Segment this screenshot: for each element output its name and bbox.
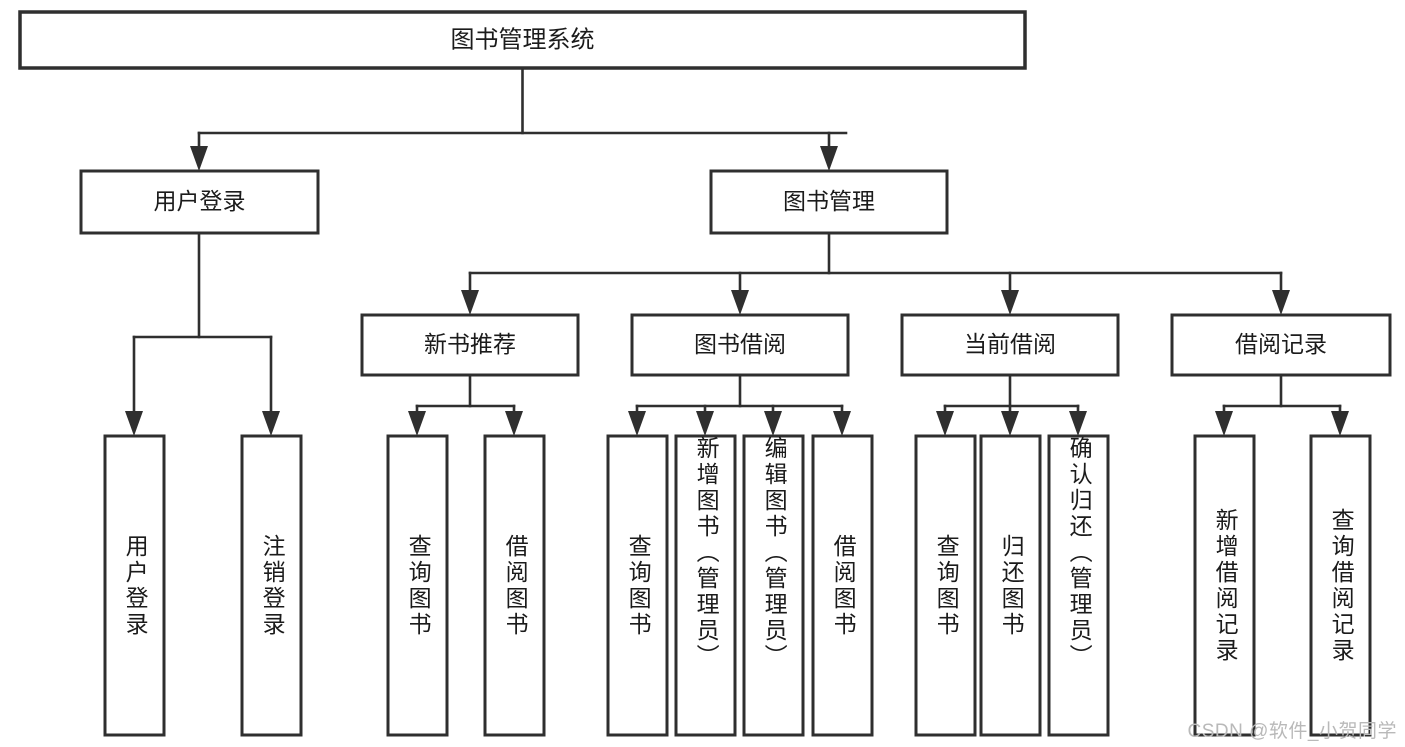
node-book-borrow-label: 图书借阅 bbox=[694, 331, 786, 357]
connector-group-book-borrow bbox=[628, 373, 851, 436]
node-user-login[interactable]: 用户登录 bbox=[79, 169, 320, 235]
node-user-login-label: 用户登录 bbox=[154, 188, 246, 214]
arrow-root-to-book-mgmt bbox=[820, 146, 838, 171]
node-borrow-record-label: 借阅记录 bbox=[1235, 331, 1327, 357]
watermark-label: CSDN @软件_小贺同学 bbox=[1187, 721, 1397, 742]
arrow-book-borrow-leaf-2 bbox=[696, 411, 714, 436]
connector-group-current-borrow bbox=[936, 373, 1087, 436]
arrow-borrow-record-leaf-1 bbox=[1215, 411, 1233, 436]
node-root-rect[interactable] bbox=[18, 10, 1027, 70]
node-leaf-user-login-1-rect[interactable] bbox=[103, 434, 166, 737]
arrow-borrow-record-leaf-2 bbox=[1331, 411, 1349, 436]
node-new-book-recommend[interactable]: 新书推荐 bbox=[360, 313, 580, 377]
node-root[interactable]: 图书管理系统 bbox=[18, 10, 1027, 70]
node-leaf-new-book-2-rect[interactable] bbox=[483, 434, 546, 737]
node-book-borrow[interactable]: 图书借阅 bbox=[630, 313, 850, 377]
arrow-user-login-leaf-1 bbox=[125, 411, 143, 436]
node-leaf-current-borrow-1-rect[interactable] bbox=[914, 434, 977, 737]
arrow-user-login-leaf-2 bbox=[262, 411, 280, 436]
node-book-management-label: 图书管理 bbox=[783, 188, 875, 214]
node-borrow-record[interactable]: 借阅记录 bbox=[1170, 313, 1392, 377]
node-current-borrow[interactable]: 当前借阅 bbox=[900, 313, 1120, 377]
arrow-book-mgmt-to-borrow-record bbox=[1272, 290, 1290, 315]
node-leaf-new-book-1-rect[interactable] bbox=[386, 434, 449, 737]
arrow-current-borrow-leaf-3 bbox=[1069, 411, 1087, 436]
connector-group-borrow-record bbox=[1215, 373, 1349, 436]
node-book-management-rect[interactable] bbox=[709, 169, 949, 235]
arrow-current-borrow-leaf-2 bbox=[1001, 411, 1019, 436]
arrow-current-borrow-leaf-1 bbox=[936, 411, 954, 436]
node-new-book-recommend-rect[interactable] bbox=[360, 313, 580, 377]
node-leaf-book-borrow-1-rect[interactable] bbox=[606, 434, 669, 737]
node-current-borrow-rect[interactable] bbox=[900, 313, 1120, 377]
node-leaf-user-login-2-rect[interactable] bbox=[240, 434, 303, 737]
connector-group-user-login bbox=[125, 231, 280, 436]
node-leaf-book-borrow-4-rect[interactable] bbox=[811, 434, 874, 737]
connector-group-root bbox=[190, 66, 848, 171]
node-book-borrow-rect[interactable] bbox=[630, 313, 850, 377]
arrow-book-mgmt-to-new-book bbox=[461, 290, 479, 315]
connector-group-book-mgmt bbox=[461, 231, 1290, 315]
node-leaf-book-borrow-3-rect[interactable] bbox=[742, 434, 805, 737]
arrow-book-mgmt-to-current-borrow bbox=[1001, 290, 1019, 315]
node-user-login-rect[interactable] bbox=[79, 169, 320, 235]
node-root-label: 图书管理系统 bbox=[451, 26, 595, 53]
arrow-book-borrow-leaf-1 bbox=[628, 411, 646, 436]
connector-group-new-book bbox=[408, 373, 523, 436]
node-leaf-borrow-record-2-rect[interactable] bbox=[1309, 434, 1372, 737]
arrow-book-mgmt-to-book-borrow bbox=[731, 290, 749, 315]
node-leaf-current-borrow-3-rect[interactable] bbox=[1047, 434, 1110, 737]
node-leaf-current-borrow-2-rect[interactable] bbox=[979, 434, 1042, 737]
node-borrow-record-rect[interactable] bbox=[1170, 313, 1392, 377]
arrow-book-borrow-leaf-3 bbox=[764, 411, 782, 436]
node-leaf-book-borrow-2-rect[interactable] bbox=[674, 434, 737, 737]
arrow-new-book-leaf-2 bbox=[505, 411, 523, 436]
node-leaf-borrow-record-1-rect[interactable] bbox=[1193, 434, 1256, 737]
node-book-management[interactable]: 图书管理 bbox=[709, 169, 949, 235]
arrow-new-book-leaf-1 bbox=[408, 411, 426, 436]
arrow-book-borrow-leaf-4 bbox=[833, 411, 851, 436]
node-current-borrow-label: 当前借阅 bbox=[964, 331, 1056, 357]
node-new-book-recommend-label: 新书推荐 bbox=[424, 331, 516, 357]
arrow-root-to-user-login bbox=[190, 146, 208, 171]
